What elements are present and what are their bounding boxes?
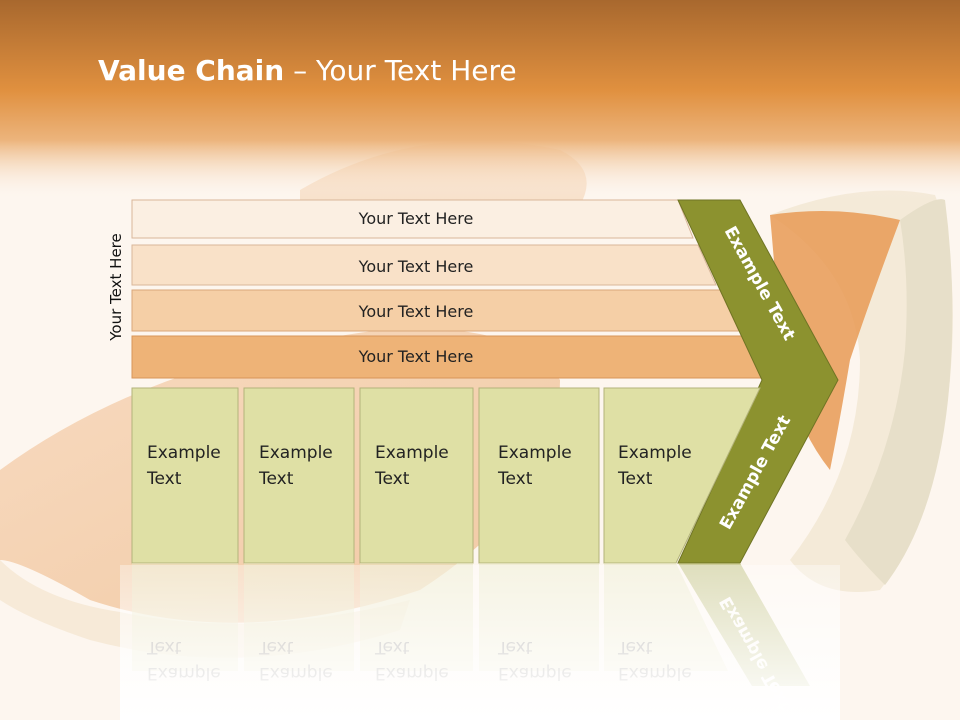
reflection-fade bbox=[120, 565, 840, 720]
title-bold: Value Chain bbox=[98, 54, 285, 87]
row-2-label: Your Text Here bbox=[358, 257, 474, 276]
activity-box-1-line2: Text bbox=[146, 469, 182, 489]
row-1-label: Your Text Here bbox=[358, 209, 474, 228]
activity-box-1-line1: Example bbox=[147, 443, 221, 463]
activity-box-2-line1: Example bbox=[259, 443, 333, 463]
row-1-shape bbox=[131, 199, 694, 239]
activity-box-1: Example Text bbox=[131, 387, 239, 564]
row-2: Your Text Here bbox=[131, 244, 717, 286]
title-rest: – Your Text Here bbox=[284, 54, 517, 87]
slide-title: Value Chain – Your Text Here bbox=[98, 54, 517, 87]
activity-box-5-line2: Text bbox=[617, 469, 653, 489]
activity-box-4: Example Text bbox=[478, 387, 600, 564]
row-4: Your Text Here bbox=[131, 335, 764, 379]
activity-box-4-line2: Text bbox=[497, 469, 533, 489]
activity-box-2: Example Text bbox=[243, 387, 355, 564]
activity-box-2-line2: Text bbox=[258, 469, 294, 489]
activity-box-4-line1: Example bbox=[498, 443, 572, 463]
activity-box-3-line2: Text bbox=[374, 469, 410, 489]
row-3-label: Your Text Here bbox=[358, 302, 474, 321]
activity-box-1-shape bbox=[131, 387, 239, 564]
row-1: Your Text Here bbox=[131, 199, 694, 239]
row-3: Your Text Here bbox=[131, 289, 740, 332]
row-4-label: Your Text Here bbox=[358, 347, 474, 366]
row-2-shape bbox=[131, 244, 717, 286]
activity-box-5: Example Text bbox=[603, 387, 761, 564]
activity-box-5-line1: Example bbox=[618, 443, 692, 463]
activity-box-3: Example Text bbox=[359, 387, 474, 564]
activity-box-3-line1: Example bbox=[375, 443, 449, 463]
activity-box-4-shape bbox=[478, 387, 600, 564]
activity-box-2-shape bbox=[243, 387, 355, 564]
